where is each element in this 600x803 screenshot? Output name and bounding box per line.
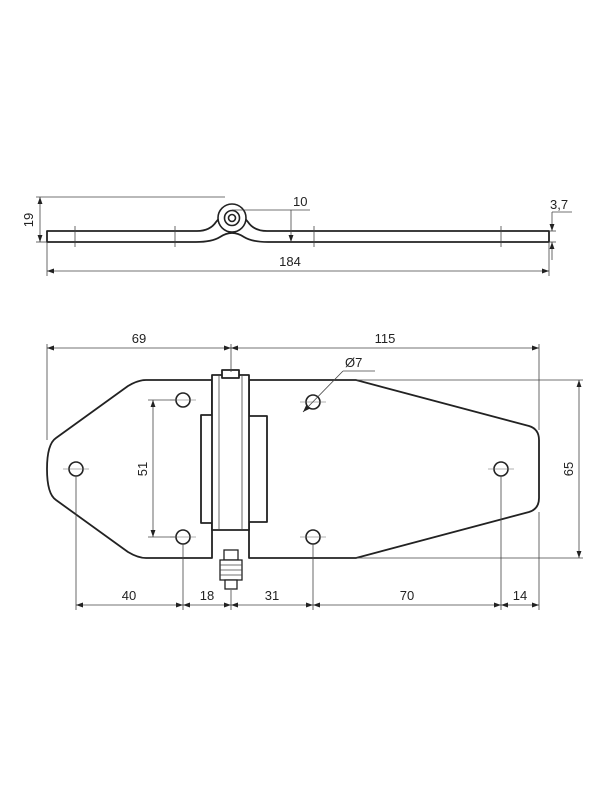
dim-overall-length: 184 [46,242,550,276]
dim-bottom-chain: 40 18 31 70 14 [75,476,540,610]
dim-hole-spacing: 51 [135,399,176,538]
dim-plate-height-label: 65 [561,462,576,476]
dim-plate-thickness: 3,7 [549,197,572,260]
right-leaf [248,379,540,559]
dim-plate-thickness-label: 3,7 [550,197,568,212]
side-view-pin [227,213,237,223]
knuckle-barrel [211,374,250,531]
left-leaf [46,379,213,559]
dim-overall-length-label: 184 [279,254,301,269]
grease-nipple [219,549,243,590]
knuckle-cap [221,369,240,379]
side-view: 19 10 3,7 184 [21,194,572,276]
dim-chain-label-1: 40 [122,588,136,603]
dim-leaf-widths: 69 115 [46,331,540,440]
dim-plate-height: 65 [356,379,583,559]
dim-pin-offset-label: 10 [293,194,307,209]
side-view-plate [46,213,550,243]
dim-chain-label-2: 18 [200,588,214,603]
top-view: 69 115 Ø7 51 65 [46,331,583,610]
dim-chain-label-5: 14 [513,588,527,603]
dim-left-leaf-width-label: 69 [132,331,146,346]
dim-hole-spacing-label: 51 [135,462,150,476]
dim-hole-diameter: Ø7 [302,355,375,413]
dim-chain-label-3: 31 [265,588,279,603]
dim-side-height: 19 [21,196,225,243]
dim-right-leaf-width-label: 115 [375,331,396,346]
hinge-knuckle [211,369,250,531]
side-view-screw-marks [74,226,502,247]
dim-side-height-label: 19 [21,213,36,227]
dim-chain-label-4: 70 [400,588,414,603]
dim-hole-diameter-label: Ø7 [345,355,362,370]
dim-pin-offset: 10 [232,194,310,242]
